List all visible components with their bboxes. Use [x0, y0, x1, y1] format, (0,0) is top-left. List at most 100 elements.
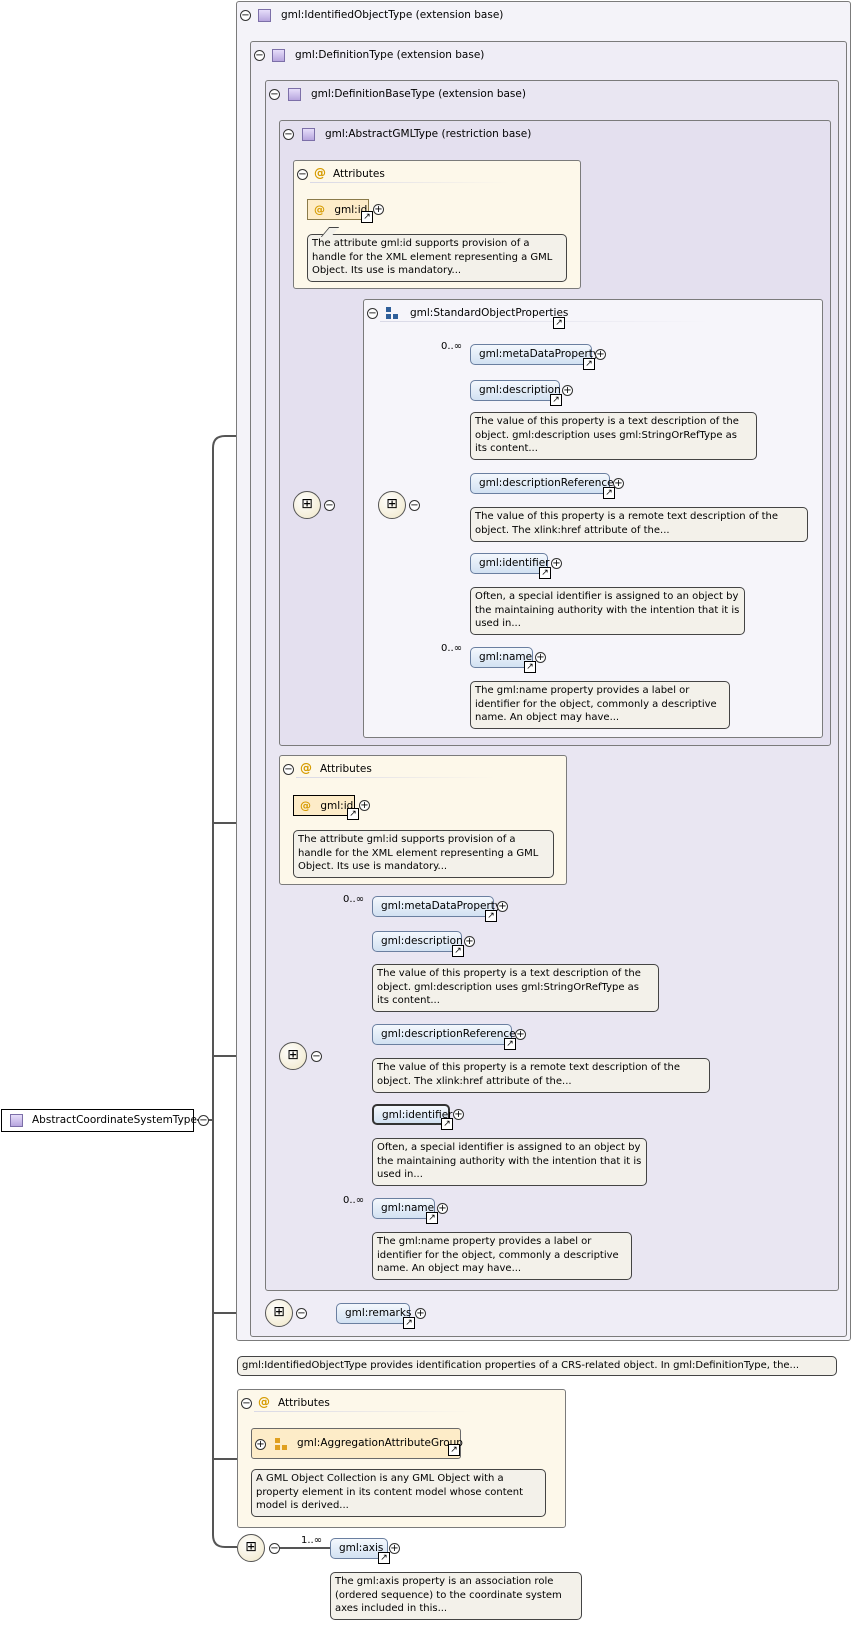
plus-circle-icon[interactable]: +	[562, 385, 573, 396]
link-arrow-icon[interactable]: ↗	[603, 487, 615, 499]
link-arrow-icon[interactable]: ↗	[426, 1212, 438, 1224]
gml-id-label: gml:id	[334, 204, 368, 216]
minus-circle-icon[interactable]: −	[297, 169, 308, 180]
element-label: gml:descriptionReference	[479, 477, 614, 489]
plus-circle-icon[interactable]: +	[453, 1109, 464, 1120]
minus-circle-icon[interactable]: −	[296, 1308, 307, 1319]
sequence-icon[interactable]: ⊞	[265, 1299, 293, 1327]
group-icon	[386, 307, 399, 320]
aggregation-attribute-group-doc-text: A GML Object Collection is any GML Objec…	[256, 1473, 524, 1511]
plus-circle-icon[interactable]: +	[389, 1543, 400, 1554]
name-doc-text: The gml:name property provides a label o…	[475, 685, 717, 723]
link-arrow-icon[interactable]: ↗	[347, 808, 359, 820]
plus-circle-icon[interactable]: +	[551, 558, 562, 569]
plus-circle-icon[interactable]: +	[359, 800, 370, 811]
minus-circle-icon[interactable]: −	[240, 10, 251, 21]
at-sign-icon: @	[300, 799, 311, 812]
plus-circle-icon[interactable]: +	[464, 936, 475, 947]
plus-circle-icon[interactable]: +	[373, 204, 384, 215]
plus-circle-icon[interactable]: +	[515, 1029, 526, 1040]
element-label: gml:identifier	[479, 557, 550, 569]
aggregation-attribute-group-label: gml:AggregationAttributeGroup	[297, 1437, 463, 1449]
description-reference-element[interactable]: gml:descriptionReference	[470, 473, 614, 494]
metadata-property-element[interactable]: gml:metaDataProperty	[470, 344, 599, 365]
plus-circle-icon[interactable]: +	[535, 652, 546, 663]
link-arrow-icon[interactable]: ↗	[524, 661, 536, 673]
link-arrow-icon[interactable]: ↗	[539, 567, 551, 579]
link-arrow-icon[interactable]: ↗	[448, 1444, 460, 1456]
minus-circle-icon[interactable]: −	[311, 1051, 322, 1062]
minus-circle-icon[interactable]: −	[409, 500, 420, 511]
description-reference-doc-text: The value of this property is a remote t…	[377, 1062, 681, 1087]
link-arrow-icon[interactable]: ↗	[583, 358, 595, 370]
sequence-icon[interactable]: ⊞	[293, 491, 321, 519]
complex-type-icon	[288, 88, 301, 101]
link-arrow-icon[interactable]: ↗	[403, 1317, 415, 1329]
complex-type-icon	[302, 128, 315, 141]
minus-circle-icon[interactable]: −	[283, 129, 294, 140]
link-arrow-icon[interactable]: ↗	[378, 1552, 390, 1564]
link-arrow-icon[interactable]: ↗	[441, 1118, 453, 1130]
at-sign-icon: @	[314, 203, 325, 216]
plus-circle-icon[interactable]: +	[415, 1308, 426, 1319]
link-arrow-icon[interactable]: ↗	[452, 945, 464, 957]
minus-circle-icon[interactable]: −	[254, 50, 265, 61]
link-arrow-icon[interactable]: ↗	[504, 1038, 516, 1050]
minus-circle-icon[interactable]: −	[367, 308, 378, 319]
sequence-icon[interactable]: ⊞	[237, 1534, 265, 1562]
identifier-doc-text: Often, a special identifier is assigned …	[377, 1142, 642, 1180]
minus-circle-icon[interactable]: −	[324, 500, 335, 511]
remarks-element[interactable]: gml:remarks	[336, 1303, 412, 1324]
plus-circle-icon[interactable]: +	[255, 1439, 266, 1450]
plus-circle-icon[interactable]: +	[497, 901, 508, 912]
element-label: gml:description	[381, 935, 463, 947]
occurrence-label: 0..∞	[343, 1195, 365, 1206]
link-arrow-icon[interactable]: ↗	[361, 211, 373, 223]
attribute-group-icon	[275, 1438, 288, 1451]
aggregation-attribute-group[interactable]: + gml:AggregationAttributeGroup	[251, 1428, 463, 1459]
description-doc: The value of this property is a text des…	[470, 412, 757, 460]
identifier-doc: Often, a special identifier is assigned …	[372, 1138, 647, 1186]
minus-circle-icon[interactable]: −	[283, 764, 294, 775]
minus-circle-icon[interactable]: −	[269, 89, 280, 100]
attributes-title: Attributes	[333, 168, 385, 180]
minus-circle-icon[interactable]: −	[241, 1398, 252, 1409]
description-element[interactable]: gml:description	[470, 380, 561, 401]
sequence-icon[interactable]: ⊞	[279, 1042, 307, 1070]
element-label: gml:remarks	[345, 1307, 412, 1319]
name-element[interactable]: gml:name	[372, 1198, 435, 1219]
minus-circle-icon[interactable]: −	[198, 1115, 209, 1126]
occurrence-label: 1..∞	[301, 1535, 323, 1546]
metadata-property-element[interactable]: gml:metaDataProperty	[372, 896, 501, 917]
gml-id-attribute[interactable]: @ gml:id	[293, 795, 355, 816]
gml-id-attribute[interactable]: @ gml:id	[307, 199, 369, 220]
complex-type-icon	[10, 1114, 23, 1127]
description-reference-doc: The value of this property is a remote t…	[372, 1058, 710, 1093]
link-arrow-icon[interactable]: ↗	[553, 317, 565, 329]
identifier-element[interactable]: gml:identifier	[470, 553, 550, 574]
identifier-element[interactable]: gml:identifier	[372, 1104, 452, 1125]
at-sign-icon: @	[258, 1395, 270, 1409]
plus-circle-icon[interactable]: +	[437, 1203, 448, 1214]
plus-circle-icon[interactable]: +	[613, 478, 624, 489]
root-type-box[interactable]: AbstractCoordinateSystemType	[1, 1109, 197, 1132]
gml-id-doc-text: The attribute gml:id supports provision …	[298, 834, 539, 872]
sequence-icon[interactable]: ⊞	[378, 491, 406, 519]
element-label: gml:metaDataProperty	[381, 900, 502, 912]
name-element[interactable]: gml:name	[470, 647, 533, 668]
header-divider	[310, 182, 510, 183]
gml-id-doc: The attribute gml:id supports provision …	[293, 830, 554, 878]
description-reference-element[interactable]: gml:descriptionReference	[372, 1024, 516, 1045]
element-label: gml:name	[479, 651, 533, 663]
definition-type-title: gml:DefinitionType (extension base)	[295, 49, 485, 61]
element-label: gml:metaDataProperty	[479, 348, 600, 360]
link-arrow-icon[interactable]: ↗	[485, 910, 497, 922]
header-divider	[380, 321, 710, 322]
plus-circle-icon[interactable]: +	[595, 349, 606, 360]
minus-circle-icon[interactable]: −	[269, 1543, 280, 1554]
element-label: gml:name	[381, 1202, 435, 1214]
link-arrow-icon[interactable]: ↗	[550, 394, 562, 406]
description-element[interactable]: gml:description	[372, 931, 463, 952]
axis-element[interactable]: gml:axis	[330, 1538, 388, 1559]
at-sign-icon: @	[300, 761, 312, 775]
